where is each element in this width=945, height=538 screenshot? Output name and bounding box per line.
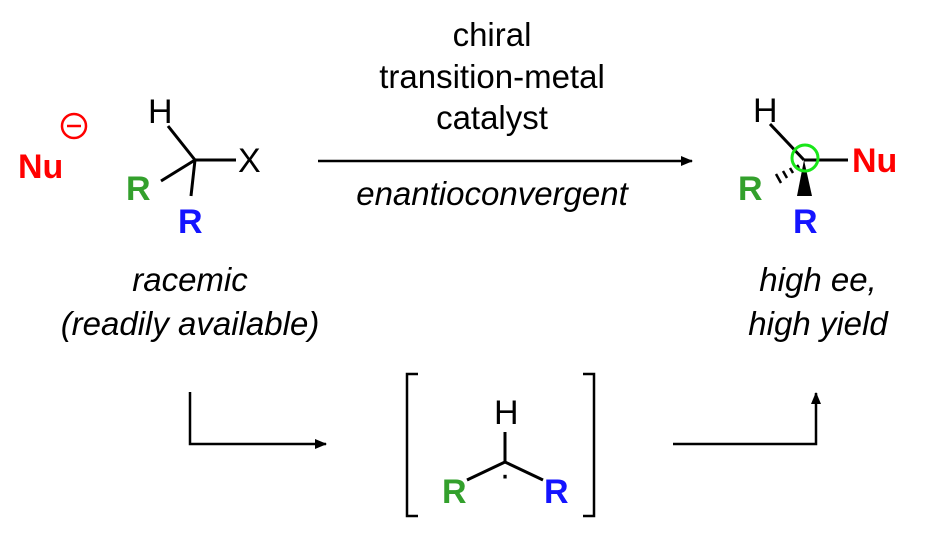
right-bracket	[583, 372, 596, 518]
product-h-atom: H	[753, 92, 778, 130]
product-r-green: R	[738, 170, 763, 208]
substrate-h-atom: H	[148, 93, 173, 131]
conditions-line-1: chiral	[453, 16, 532, 53]
bond-c-r-green	[160, 158, 196, 183]
negative-charge-icon	[60, 112, 88, 140]
conditions-line-2: transition-metal	[379, 58, 605, 95]
conditions-line-3: catalyst	[436, 99, 548, 136]
radical-intermediate: H · R R	[442, 394, 569, 511]
product-caption-yield: high yield	[748, 305, 889, 342]
intermediate-bond-c-r-green	[466, 460, 506, 482]
intermediate-bond-c-r-blue	[504, 460, 544, 482]
substrate-molecule: H X R R	[126, 93, 261, 241]
substrate-r-green: R	[126, 170, 151, 208]
radical-dot-icon: ·	[499, 456, 510, 494]
stereocenter-marker-icon	[790, 143, 820, 173]
intermediate-r-blue: R	[544, 473, 569, 511]
substrate-caption-racemic: racemic	[132, 261, 248, 298]
nucleophile: Nu	[18, 112, 88, 186]
product-bond-c-h	[768, 122, 806, 162]
arrow-to-intermediate	[188, 392, 327, 449]
product-molecule: H Nu R R	[738, 92, 897, 241]
conditions-enantioconvergent: enantioconvergent	[356, 175, 629, 212]
intermediate-r-green: R	[442, 473, 467, 511]
bond-c-r-blue	[189, 159, 197, 197]
substrate-r-blue: R	[178, 203, 203, 241]
product-caption-ee: high ee,	[759, 261, 876, 298]
product-r-blue: R	[793, 203, 818, 241]
left-bracket	[405, 372, 418, 518]
arrow-to-product	[673, 392, 821, 446]
intermediate-h-atom: H	[494, 394, 519, 432]
nucleophile-label: Nu	[18, 148, 63, 186]
substrate-leaving-group: X	[238, 142, 261, 180]
bond-c-h	[166, 125, 197, 161]
substrate-caption-availability: (readily available)	[61, 305, 320, 342]
product-hash-bond	[774, 164, 801, 184]
product-nu-label: Nu	[852, 142, 897, 180]
product-wedge-bond	[797, 160, 812, 196]
